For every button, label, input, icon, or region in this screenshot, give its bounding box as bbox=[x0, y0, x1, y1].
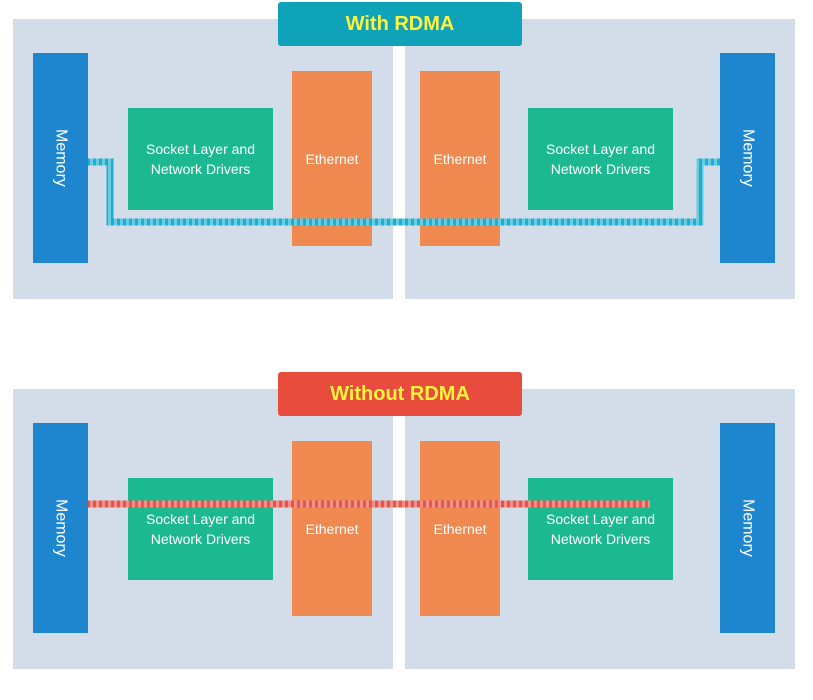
socket-right-line-2: Network Drivers bbox=[550, 161, 651, 177]
ethernet-right-block: Ethernet bbox=[420, 441, 500, 616]
memory-right-label: Memory bbox=[739, 499, 757, 557]
socket-left-line-2: Network Drivers bbox=[150, 531, 251, 547]
ethernet-left-block: Ethernet bbox=[292, 71, 372, 246]
memory-right-block: Memory bbox=[720, 53, 775, 263]
socket-layer-left-block: Socket Layer and Network Drivers bbox=[128, 108, 273, 210]
with-rdma-section: With RDMA Memory Socket Layer and Networ… bbox=[0, 0, 813, 300]
ethernet-left-label: Ethernet bbox=[305, 150, 359, 167]
ethernet-right-label: Ethernet bbox=[433, 150, 487, 167]
ethernet-left-label: Ethernet bbox=[305, 520, 359, 537]
memory-left-label: Memory bbox=[52, 499, 70, 557]
ethernet-right-block: Ethernet bbox=[420, 71, 500, 246]
with-rdma-title: With RDMA bbox=[278, 2, 522, 46]
socket-left-line-1: Socket Layer and bbox=[146, 511, 255, 527]
socket-layer-right-block: Socket Layer and Network Drivers bbox=[528, 478, 673, 580]
memory-left-label: Memory bbox=[52, 129, 70, 187]
socket-right-line-1: Socket Layer and bbox=[546, 511, 655, 527]
socket-right-line-2: Network Drivers bbox=[550, 531, 651, 547]
without-rdma-title: Without RDMA bbox=[278, 372, 522, 416]
memory-right-label: Memory bbox=[739, 129, 757, 187]
socket-left-line-2: Network Drivers bbox=[150, 161, 251, 177]
ethernet-right-label: Ethernet bbox=[433, 520, 487, 537]
socket-left-line-1: Socket Layer and bbox=[146, 141, 255, 157]
socket-right-line-1: Socket Layer and bbox=[546, 141, 655, 157]
ethernet-left-block: Ethernet bbox=[292, 441, 372, 616]
memory-left-block: Memory bbox=[33, 423, 88, 633]
memory-right-block: Memory bbox=[720, 423, 775, 633]
memory-left-block: Memory bbox=[33, 53, 88, 263]
socket-layer-left-block: Socket Layer and Network Drivers bbox=[128, 478, 273, 580]
without-rdma-section: Without RDMA Memory Socket Layer and Net… bbox=[0, 370, 813, 670]
socket-layer-right-block: Socket Layer and Network Drivers bbox=[528, 108, 673, 210]
